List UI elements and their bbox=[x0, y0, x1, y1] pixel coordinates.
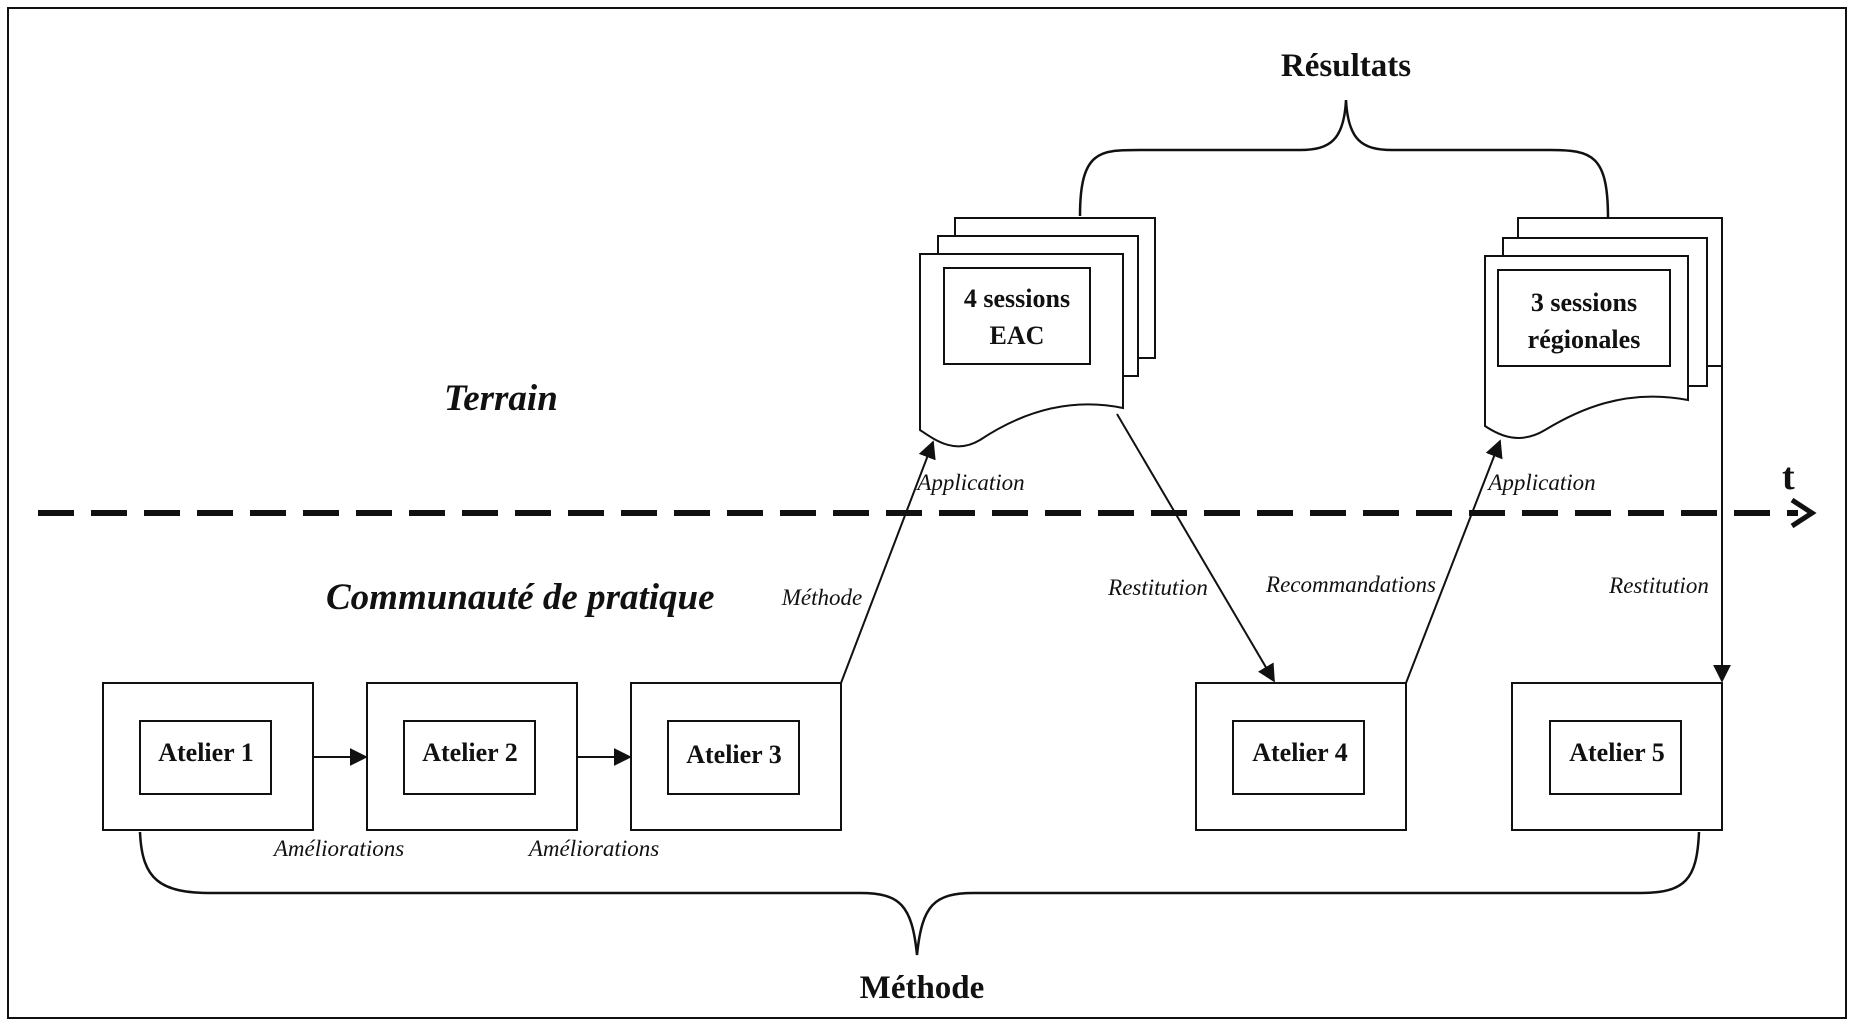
session-regionales-box bbox=[1497, 269, 1671, 367]
atelier-3-label: Atelier 3 bbox=[686, 740, 782, 769]
zone-terrain-label: Terrain bbox=[444, 378, 558, 419]
label-restitution-1: Restitution bbox=[1107, 575, 1208, 600]
atelier-3: Atelier 3 bbox=[630, 682, 842, 831]
label-methode: Méthode bbox=[781, 585, 862, 610]
atelier-4: Atelier 4 bbox=[1195, 682, 1407, 831]
zone-communaute-label: Communauté de pratique bbox=[326, 577, 715, 618]
label-application-1: Application bbox=[915, 470, 1024, 495]
method-brace bbox=[138, 831, 1701, 956]
session-eac-line2: EAC bbox=[990, 321, 1045, 350]
label-ameliorations-2: Améliorations bbox=[527, 836, 659, 861]
session-regionales-line2: régionales bbox=[1528, 325, 1641, 354]
atelier-5-label: Atelier 5 bbox=[1569, 738, 1665, 767]
atelier-2-label: Atelier 2 bbox=[422, 738, 518, 767]
edge-atelier3-session1 bbox=[840, 440, 936, 684]
results-brace bbox=[1078, 99, 1610, 219]
atelier-1-label: Atelier 1 bbox=[158, 738, 254, 767]
time-axis-arrowhead bbox=[1790, 497, 1817, 529]
label-application-2: Application bbox=[1486, 470, 1595, 495]
edge-session1-atelier4 bbox=[1116, 413, 1275, 683]
atelier-5: Atelier 5 bbox=[1511, 682, 1723, 831]
atelier-4-label: Atelier 4 bbox=[1252, 738, 1348, 767]
label-ameliorations-1: Améliorations bbox=[272, 836, 404, 861]
label-recommandations: Recommandations bbox=[1265, 572, 1436, 597]
method-title: Méthode bbox=[860, 970, 985, 1006]
session-eac-line1: 4 sessions bbox=[964, 284, 1070, 313]
label-restitution-2: Restitution bbox=[1608, 573, 1709, 598]
session-stack-eac: 4 sessions EAC bbox=[919, 217, 1156, 448]
axis-label: t bbox=[1782, 456, 1795, 498]
session-stack-regionales: 3 sessions régionales bbox=[1484, 217, 1723, 439]
session-eac-box bbox=[943, 267, 1091, 365]
session-regionales-line1: 3 sessions bbox=[1531, 288, 1637, 317]
atelier-1: Atelier 1 bbox=[102, 682, 314, 831]
results-title: Résultats bbox=[1281, 48, 1411, 84]
outer-frame bbox=[7, 7, 1847, 1019]
edge-atelier4-session2 bbox=[1405, 439, 1503, 684]
atelier-2: Atelier 2 bbox=[366, 682, 578, 831]
